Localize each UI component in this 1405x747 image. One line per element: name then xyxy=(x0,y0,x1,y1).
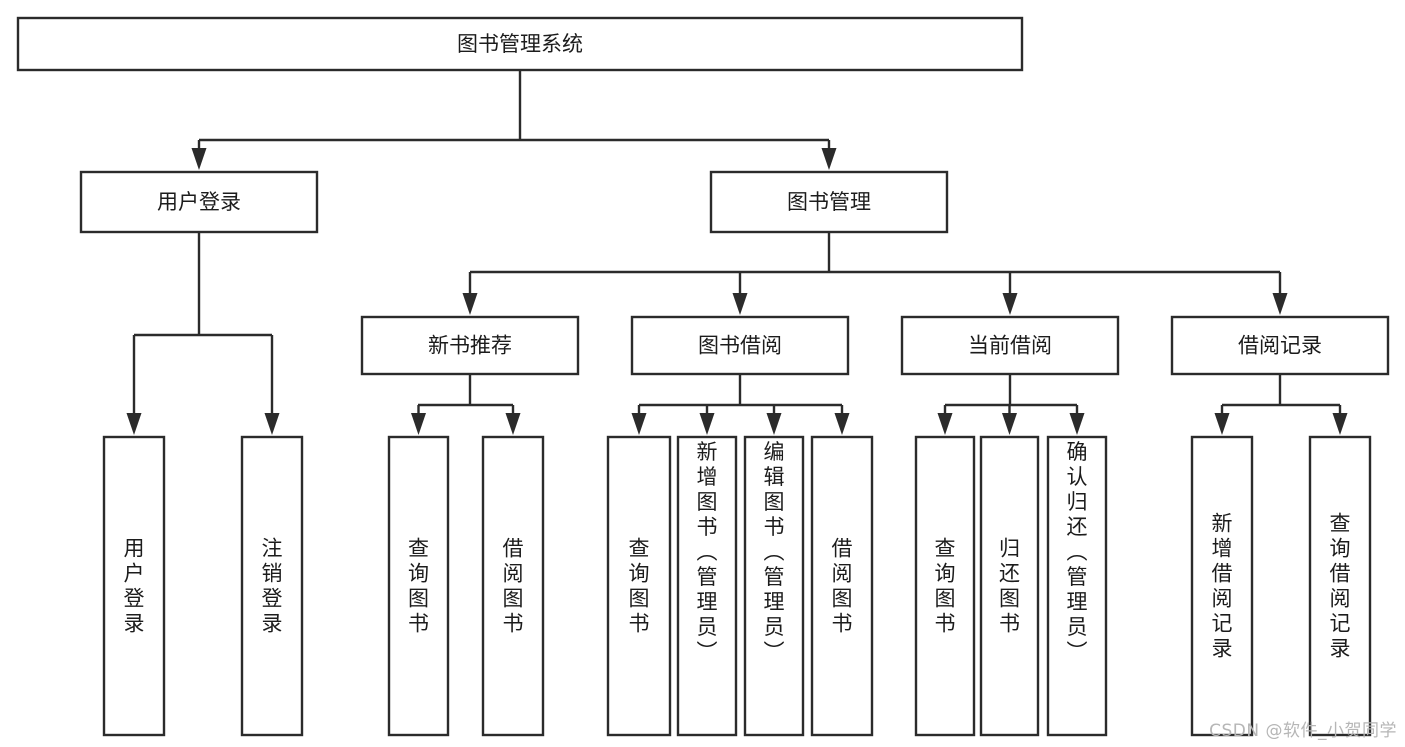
edge-new_book_rec-to-leaf_query_book_1 xyxy=(411,405,426,435)
edge-book_borrow-to-leaf_add_book xyxy=(699,405,715,435)
node-leaf-return-book[interactable]: 归还图书 xyxy=(979,435,1040,737)
node-label: 编辑图书︵管理员︶ xyxy=(764,440,785,664)
edge-root-to-user_login xyxy=(191,140,207,170)
node-label: 用户登录 xyxy=(124,537,145,636)
node-leaf-add-record[interactable]: 新增借阅记录 xyxy=(1190,435,1254,737)
edge-book_manage-to-book_borrow xyxy=(732,272,748,315)
edge-root-to-book_manage xyxy=(821,140,837,170)
node-label: 新增图书︵管理员︶ xyxy=(697,440,718,664)
node-label: 注销登录 xyxy=(262,537,283,636)
node-book-management[interactable]: 图书管理 xyxy=(709,170,949,234)
connector-root-bus xyxy=(199,70,829,142)
node-label: 用户登录 xyxy=(157,190,241,214)
node-label: 图书管理系统 xyxy=(457,32,583,56)
node-label: 借阅图书 xyxy=(832,537,853,636)
node-label: 查询图书 xyxy=(629,537,650,636)
node-label: 借阅记录 xyxy=(1238,334,1322,358)
edge-book_borrow-to-leaf_query_book_2 xyxy=(631,405,647,435)
edge-user_login-to-leaf_user_login xyxy=(126,335,142,435)
node-new-book-recommend[interactable]: 新书推荐 xyxy=(360,315,580,376)
edge-new_book_rec-to-leaf_borrow_book_1 xyxy=(505,405,521,435)
connector-book-borrow-bus xyxy=(639,374,842,407)
edge-book_borrow-to-leaf_edit_book xyxy=(766,405,782,435)
node-label: 查询图书 xyxy=(935,537,956,636)
node-user-login[interactable]: 用户登录 xyxy=(79,170,319,234)
node-label: 图书借阅 xyxy=(698,334,782,358)
node-label: 确认归还︵管理员︶ xyxy=(1067,440,1088,664)
edge-current_borrow-to-leaf_query_book_3 xyxy=(937,405,953,435)
edge-user_login-to-leaf_logout xyxy=(264,335,280,435)
connectors-layer xyxy=(126,70,1348,435)
node-label: 当前借阅 xyxy=(968,334,1052,358)
node-label: 归还图书 xyxy=(999,537,1020,636)
node-leaf-confirm-return[interactable]: 确认归还︵管理员︶ xyxy=(1046,435,1108,737)
node-leaf-user-login[interactable]: 用户登录 xyxy=(102,435,166,737)
edge-borrow_record-to-leaf_query_record xyxy=(1332,405,1348,435)
edge-book_borrow-to-leaf_borrow_book_2 xyxy=(834,405,850,435)
node-label: 借阅图书 xyxy=(503,537,524,636)
edge-book_manage-to-new_book_rec xyxy=(462,272,478,315)
node-leaf-logout[interactable]: 注销登录 xyxy=(240,435,304,737)
node-label: 图书管理 xyxy=(787,190,871,214)
node-label: 新书推荐 xyxy=(428,334,512,358)
edge-book_manage-to-current_borrow xyxy=(1002,272,1018,315)
node-leaf-edit-book[interactable]: 编辑图书︵管理员︶ xyxy=(743,435,805,737)
edge-book_manage-to-borrow_record xyxy=(1272,272,1288,315)
node-leaf-query-book-1[interactable]: 查询图书 xyxy=(387,435,450,737)
node-label: 新增借阅记录 xyxy=(1212,512,1233,661)
edge-current_borrow-to-leaf_return_book xyxy=(1002,405,1017,435)
node-leaf-borrow-book-1[interactable]: 借阅图书 xyxy=(481,435,545,737)
connector-new-book-bus xyxy=(418,374,513,407)
node-leaf-query-record[interactable]: 查询借阅记录 xyxy=(1308,435,1372,737)
node-current-borrow[interactable]: 当前借阅 xyxy=(900,315,1120,376)
node-leaf-query-book-2[interactable]: 查询图书 xyxy=(606,435,672,737)
node-leaf-borrow-book-2[interactable]: 借阅图书 xyxy=(810,435,874,737)
connector-borrow-record-bus xyxy=(1222,374,1340,407)
node-borrow-record[interactable]: 借阅记录 xyxy=(1170,315,1390,376)
connector-current-borrow-bus xyxy=(945,374,1077,407)
nodes-layer: 图书管理系统用户登录图书管理新书推荐图书借阅当前借阅借阅记录用户登录注销登录查询… xyxy=(16,16,1390,737)
edge-current_borrow-to-leaf_confirm_return xyxy=(1069,405,1085,435)
edge-borrow_record-to-leaf_add_record xyxy=(1214,405,1230,435)
connector-user-login-bus xyxy=(134,232,272,337)
node-label: 查询图书 xyxy=(408,537,429,636)
node-book-borrow[interactable]: 图书借阅 xyxy=(630,315,850,376)
node-label: 查询借阅记录 xyxy=(1330,512,1351,661)
node-leaf-add-book[interactable]: 新增图书︵管理员︶ xyxy=(676,435,738,737)
node-leaf-query-book-3[interactable]: 查询图书 xyxy=(914,435,976,737)
node-root-system[interactable]: 图书管理系统 xyxy=(16,16,1024,72)
connector-book-manage-bus xyxy=(470,232,1280,274)
